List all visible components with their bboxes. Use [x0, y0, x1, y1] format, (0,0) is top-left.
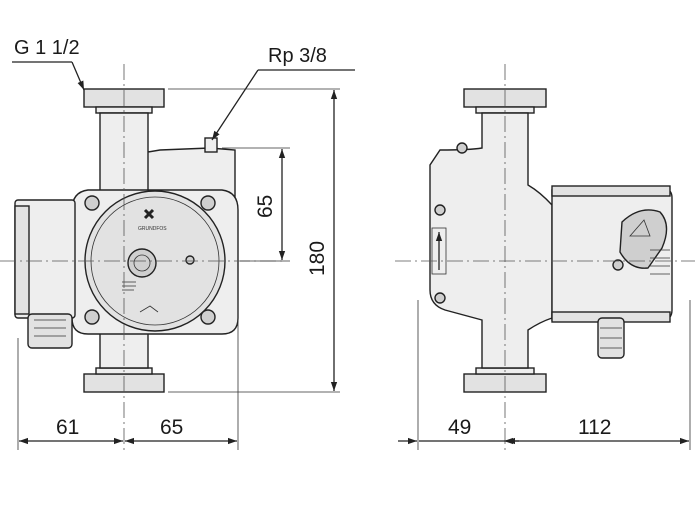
- bolt-bottom-left: [84, 309, 100, 325]
- inlet-thread-label: G 1 1/2: [14, 37, 80, 59]
- shaft-cap: [127, 248, 157, 278]
- overall-height-value: 180: [306, 241, 329, 276]
- bolt-top-right: [200, 195, 216, 211]
- left-width-value: 65: [160, 416, 183, 439]
- brand-text: GRUNDFOS: [138, 226, 167, 232]
- cable-gland: [27, 313, 73, 349]
- front-view-dimensions: G 1 1/2 Rp 3/8 65 180 61 65: [12, 37, 355, 450]
- indicator-light-icon: [612, 259, 624, 271]
- right-depth-value: 49: [448, 416, 471, 439]
- left-depth-value: 61: [56, 416, 79, 439]
- port-height-value: 65: [254, 195, 277, 218]
- bolt-top-left: [84, 195, 100, 211]
- speed-selector-icon: [185, 255, 195, 265]
- front-view: GRUNDFOS: [0, 64, 285, 450]
- right-width-value: 112: [578, 416, 611, 439]
- vent-port: [204, 137, 218, 153]
- speed-knob-icon: [619, 209, 668, 269]
- pump-body: [429, 112, 553, 369]
- side-view: [395, 64, 695, 450]
- brand-logo-icon: [143, 208, 155, 220]
- port-thread-label: Rp 3/8: [268, 45, 327, 67]
- bolt-bottom-right: [200, 309, 216, 325]
- side-view-dimensions: 49 112: [398, 300, 691, 450]
